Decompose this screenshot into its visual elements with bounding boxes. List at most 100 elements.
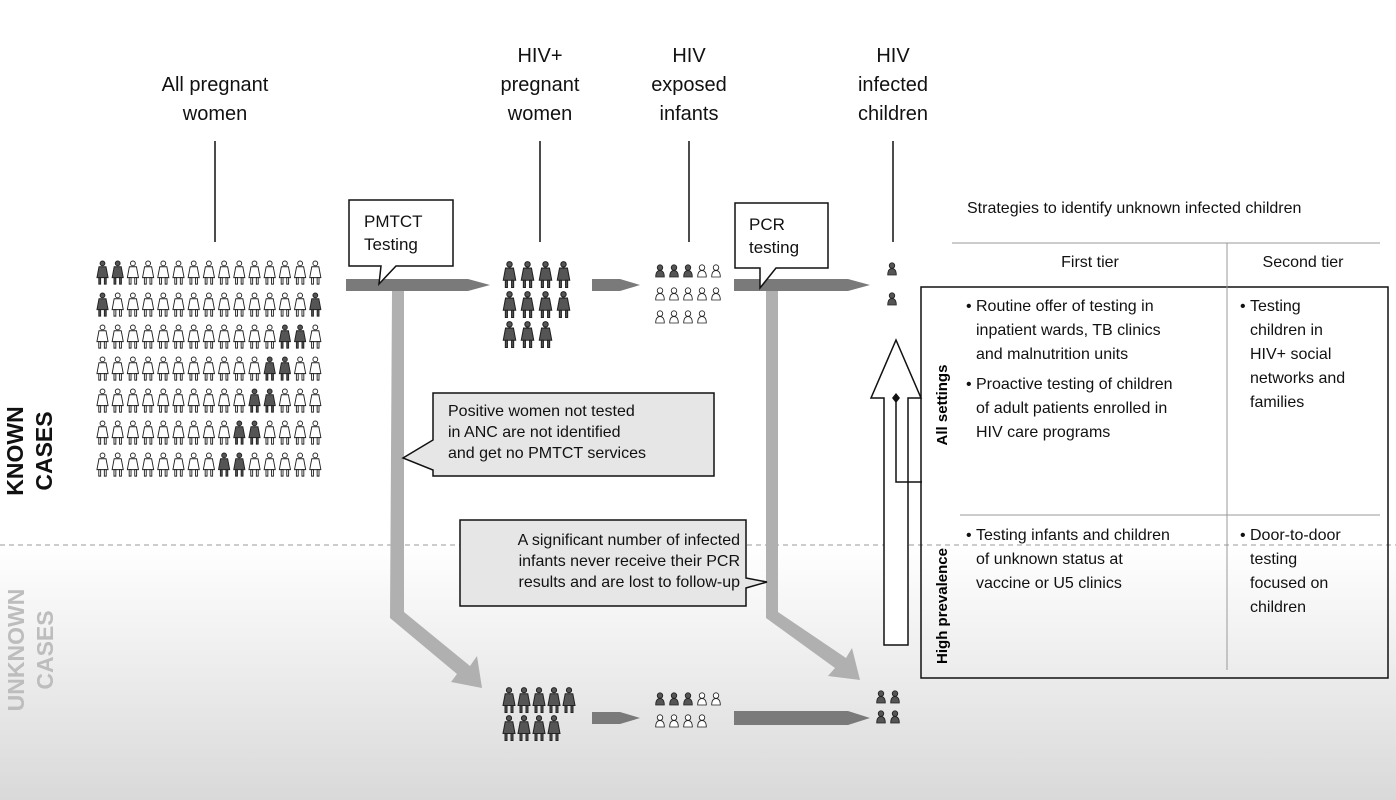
infant-icon: [697, 310, 707, 324]
callout-positive-women: Positive women not tested in ANC are not…: [448, 401, 646, 464]
woman-icon: [248, 292, 261, 317]
woman-icon: [111, 452, 124, 477]
woman-icon: [248, 388, 261, 413]
known-line: KNOWN: [2, 406, 28, 496]
woman-icon: [126, 420, 139, 445]
callout-pmtct-box: [348, 199, 454, 287]
woman-icon: [263, 324, 276, 349]
unknown-cases-label: UNKNOWN CASES: [2, 580, 60, 720]
callout-line: Positive women not tested: [448, 403, 635, 420]
woman-icon: [538, 261, 553, 288]
woman-icon: [218, 324, 231, 349]
woman-icon: [187, 420, 200, 445]
strategy-line: of unknown status at: [976, 551, 1123, 568]
woman-icon: [294, 388, 307, 413]
header-all-pregnant-women: All pregnant women: [135, 71, 295, 129]
woman-icon: [142, 356, 155, 381]
header-line: infected: [857, 74, 929, 96]
woman-icon: [126, 356, 139, 381]
strategy-line: and malnutrition units: [976, 346, 1129, 363]
strategy-item: Door-to-door testing focused on children: [1240, 524, 1341, 620]
woman-icon: [172, 260, 185, 285]
woman-icon: [263, 388, 276, 413]
woman-icon: [157, 388, 170, 413]
header-line: HIV: [876, 45, 910, 67]
strategy-line: HIV care programs: [976, 424, 1111, 441]
woman-icon: [294, 324, 307, 349]
woman-icon: [142, 260, 155, 285]
header-line: exposed: [651, 74, 727, 96]
woman-icon: [218, 420, 231, 445]
row-label-high-prevalence: High prevalence: [934, 548, 951, 664]
woman-icon: [309, 356, 322, 381]
woman-icon: [111, 324, 124, 349]
woman-icon: [263, 356, 276, 381]
header-line: All pregnant: [161, 74, 269, 96]
header-exposed-infants: HIV exposed infants: [629, 42, 749, 129]
woman-icon: [538, 321, 553, 348]
callout-line: infants never receive their PCR: [518, 553, 740, 570]
woman-icon: [233, 356, 246, 381]
callout-line: in ANC are not identified: [448, 424, 621, 441]
callout-infected-infants: A significant number of infected infants…: [466, 530, 740, 593]
woman-icon: [126, 292, 139, 317]
header-line: infants: [659, 103, 719, 125]
woman-icon: [126, 260, 139, 285]
infant-icon: [697, 287, 707, 301]
woman-icon: [111, 388, 124, 413]
woman-icon: [556, 261, 571, 288]
woman-icon: [556, 291, 571, 318]
woman-icon: [187, 324, 200, 349]
woman-icon: [233, 292, 246, 317]
strategy-item: Routine offer of testing in inpatient wa…: [966, 295, 1173, 367]
woman-icon: [278, 260, 291, 285]
woman-icon: [218, 452, 231, 477]
woman-icon: [142, 452, 155, 477]
callout-line: and get no PMTCT services: [448, 445, 647, 462]
woman-icon: [111, 292, 124, 317]
infant-icon: [669, 310, 679, 324]
cell-high-prevalence-second-tier: Door-to-door testing focused on children: [1240, 524, 1341, 620]
header-line: HIV: [672, 45, 706, 67]
cell-high-prevalence-first-tier: Testing infants and children of unknown …: [966, 524, 1170, 596]
header-line: women: [182, 103, 248, 125]
woman-icon: [202, 388, 215, 413]
arrow-women-to-hiv-pos: [346, 279, 490, 291]
woman-icon: [294, 292, 307, 317]
woman-icon: [172, 324, 185, 349]
header-infected-children: HIV infected children: [833, 42, 953, 129]
woman-icon: [96, 388, 109, 413]
woman-icon: [309, 420, 322, 445]
woman-icon: [278, 420, 291, 445]
known-line: CASES: [31, 411, 57, 491]
callout-line: PCR: [749, 215, 785, 234]
woman-icon: [187, 452, 200, 477]
strategy-line: of adult patients enrolled in: [976, 400, 1168, 417]
woman-icon: [309, 324, 322, 349]
infant-icon: [711, 264, 721, 278]
woman-icon: [218, 388, 231, 413]
woman-icon: [142, 388, 155, 413]
woman-icon: [187, 292, 200, 317]
woman-icon: [502, 261, 517, 288]
woman-icon: [157, 420, 170, 445]
woman-icon: [172, 388, 185, 413]
woman-icon: [202, 324, 215, 349]
woman-icon: [294, 260, 307, 285]
woman-icon: [520, 261, 535, 288]
infant-icon: [669, 264, 679, 278]
strategy-item: Proactive testing of children of adult p…: [966, 373, 1173, 445]
woman-icon: [520, 291, 535, 318]
woman-icon: [248, 260, 261, 285]
woman-icon: [520, 321, 535, 348]
callout-pcr-box: [734, 202, 829, 291]
infant-icon: [697, 264, 707, 278]
woman-icon: [96, 356, 109, 381]
woman-icon: [96, 260, 109, 285]
callout-line: PMTCT: [364, 212, 423, 231]
woman-icon: [187, 260, 200, 285]
strategy-line: Testing infants and children: [976, 527, 1170, 544]
woman-icon: [263, 292, 276, 317]
woman-icon: [157, 356, 170, 381]
woman-icon: [172, 420, 185, 445]
